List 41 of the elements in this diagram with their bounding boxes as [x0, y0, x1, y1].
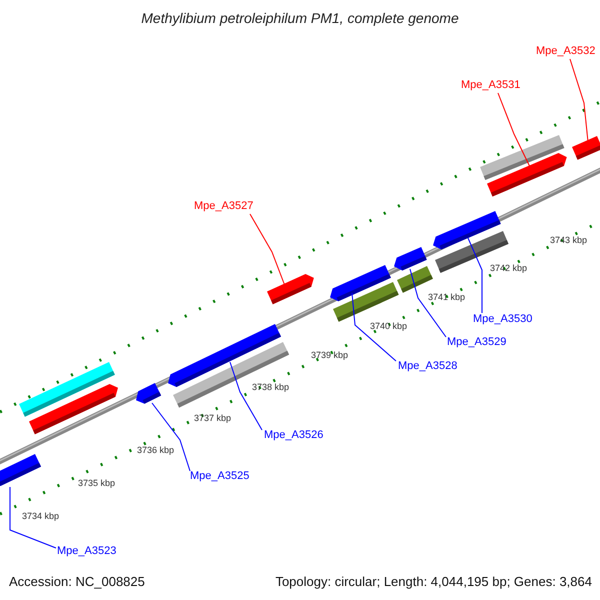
accession-text: Accession: NC_008825 — [9, 575, 145, 588]
gene-block — [487, 152, 568, 197]
gene-label: Mpe_A3523 — [57, 546, 116, 557]
gene-label: Mpe_A3532 — [536, 46, 596, 57]
gene-block — [394, 246, 427, 271]
feature-bar — [333, 282, 400, 322]
leader-line — [10, 486, 56, 548]
feature-bar — [172, 342, 290, 408]
gene-block — [267, 274, 314, 306]
leader-line — [410, 268, 446, 338]
scale-label: 3743 kbp — [550, 236, 588, 245]
gene-label: Mpe_A3527 — [194, 201, 254, 212]
feature-bar — [572, 136, 600, 160]
leader-line — [230, 362, 262, 430]
leader-line — [152, 402, 190, 472]
leader-line — [352, 292, 396, 362]
gene-label: Mpe_A3528 — [398, 361, 458, 372]
leader-line — [570, 58, 588, 142]
scale-label: 3740 kbp — [370, 322, 408, 331]
gene-block — [0, 454, 42, 487]
gene-block — [29, 384, 118, 436]
gene-label: Mpe_A3530 — [473, 314, 532, 325]
feature-bar — [397, 266, 434, 293]
scale-label: 3742 kbp — [490, 264, 528, 273]
scale-label: 3736 kbp — [137, 446, 174, 455]
gene-label: Mpe_A3529 — [447, 337, 506, 348]
leader-line — [498, 92, 530, 168]
leader-line — [468, 238, 482, 314]
scale-label: 3741 kbp — [428, 293, 466, 302]
leader-line — [250, 214, 286, 286]
feature-bar — [435, 230, 510, 273]
scale-label: 3738 kbp — [252, 383, 290, 392]
scale-label: 3735 kbp — [78, 479, 116, 488]
gene-label: Mpe_A3525 — [190, 471, 250, 482]
gene-label: Mpe_A3531 — [461, 80, 520, 91]
genome-info-text: Topology: circular; Length: 4,044,195 bp; Genes: 3,864 — [275, 575, 592, 588]
gene-block — [136, 382, 162, 404]
map-title: Methylibium petroleiphilum PM1, complete genome — [140, 11, 460, 25]
scale-label: 3739 kbp — [311, 351, 348, 360]
gene-label: Mpe_A3526 — [264, 430, 324, 441]
scale-label: 3734 kbp — [22, 512, 60, 521]
